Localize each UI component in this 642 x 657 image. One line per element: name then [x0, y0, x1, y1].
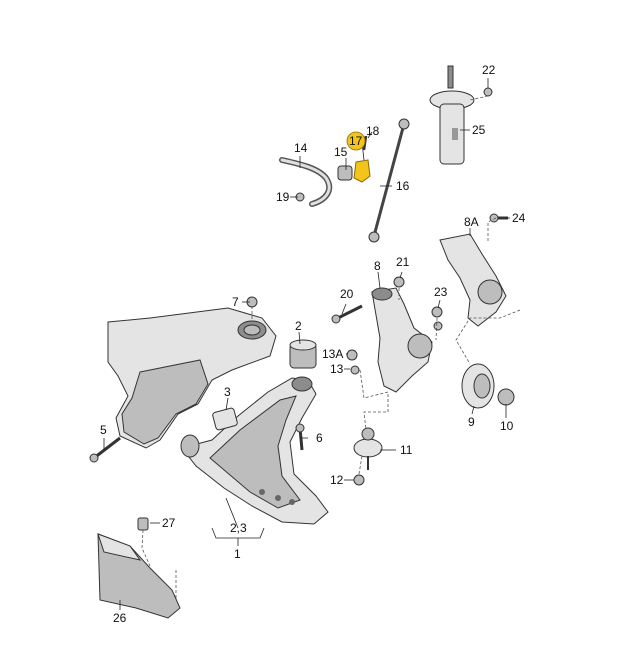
label-part-13: 13	[330, 362, 344, 376]
label-part-20: 20	[340, 287, 354, 301]
clamp-bracket-part-17	[353, 159, 371, 183]
label-part-2-3: 2,3	[230, 521, 247, 535]
bolt-part-24	[489, 213, 508, 223]
wheel-hub	[461, 363, 495, 409]
label-part-27: 27	[162, 516, 176, 530]
label-part-25: 25	[472, 123, 486, 137]
label-part-14: 14	[294, 141, 308, 155]
mounting-lines	[141, 95, 521, 598]
callout-labels: 1 2,3 2 3 5 6 7 8 8A 9 10 11 12 13 13A 1…	[100, 63, 526, 625]
bolt-part-20	[331, 304, 363, 324]
label-part-11: 11	[400, 443, 413, 457]
wheel-bearing-housing	[371, 287, 433, 393]
label-part-18: 18	[366, 124, 380, 138]
label-part-1: 1	[234, 547, 241, 561]
anti-roll-bar	[279, 157, 333, 207]
anti-roll-bar-bush	[337, 165, 353, 181]
label-part-10: 10	[500, 419, 514, 433]
undertray-cover	[97, 533, 181, 619]
label-part-16: 16	[396, 179, 410, 193]
label-part-6: 6	[316, 431, 323, 445]
leader-lines	[103, 78, 510, 610]
coupling-rod	[368, 118, 410, 243]
label-part-5: 5	[100, 423, 107, 437]
subframe	[107, 307, 277, 449]
label-part-3: 3	[224, 385, 231, 399]
nut-part-13a	[346, 349, 358, 361]
label-part-22: 22	[482, 63, 496, 77]
label-part-17: 17	[349, 134, 363, 148]
label-part-19: 19	[276, 190, 290, 204]
suspension-strut	[429, 65, 475, 165]
hub-nut	[497, 388, 515, 406]
label-part-21: 21	[396, 255, 410, 269]
label-part-8: 8	[374, 259, 381, 273]
ball-joint	[353, 427, 383, 470]
label-part-8a: 8A	[464, 215, 479, 229]
label-part-13a: 13A	[322, 347, 343, 361]
label-part-24: 24	[512, 211, 526, 225]
nut-part-22	[483, 87, 493, 97]
label-part-9: 9	[468, 415, 475, 429]
nut-part-23	[431, 306, 443, 331]
nut-part-13	[350, 365, 360, 375]
label-part-15: 15	[334, 145, 348, 159]
nut-part-21	[393, 276, 405, 288]
label-part-23: 23	[434, 285, 448, 299]
highlight-marker	[346, 131, 366, 151]
label-part-7: 7	[232, 295, 239, 309]
bolt-part-27	[137, 517, 149, 531]
label-part-12: 12	[330, 473, 344, 487]
bolt-part-6	[295, 423, 305, 451]
wheel-bearing-housing-8a	[439, 233, 507, 327]
label-part-2: 2	[295, 319, 302, 333]
lower-control-arm	[180, 376, 329, 525]
bolt-part-5	[89, 436, 121, 463]
bushing-part-2	[289, 339, 317, 369]
bushing-part-3	[212, 407, 238, 431]
nut-part-12	[353, 474, 365, 486]
label-part-26: 26	[113, 611, 127, 625]
